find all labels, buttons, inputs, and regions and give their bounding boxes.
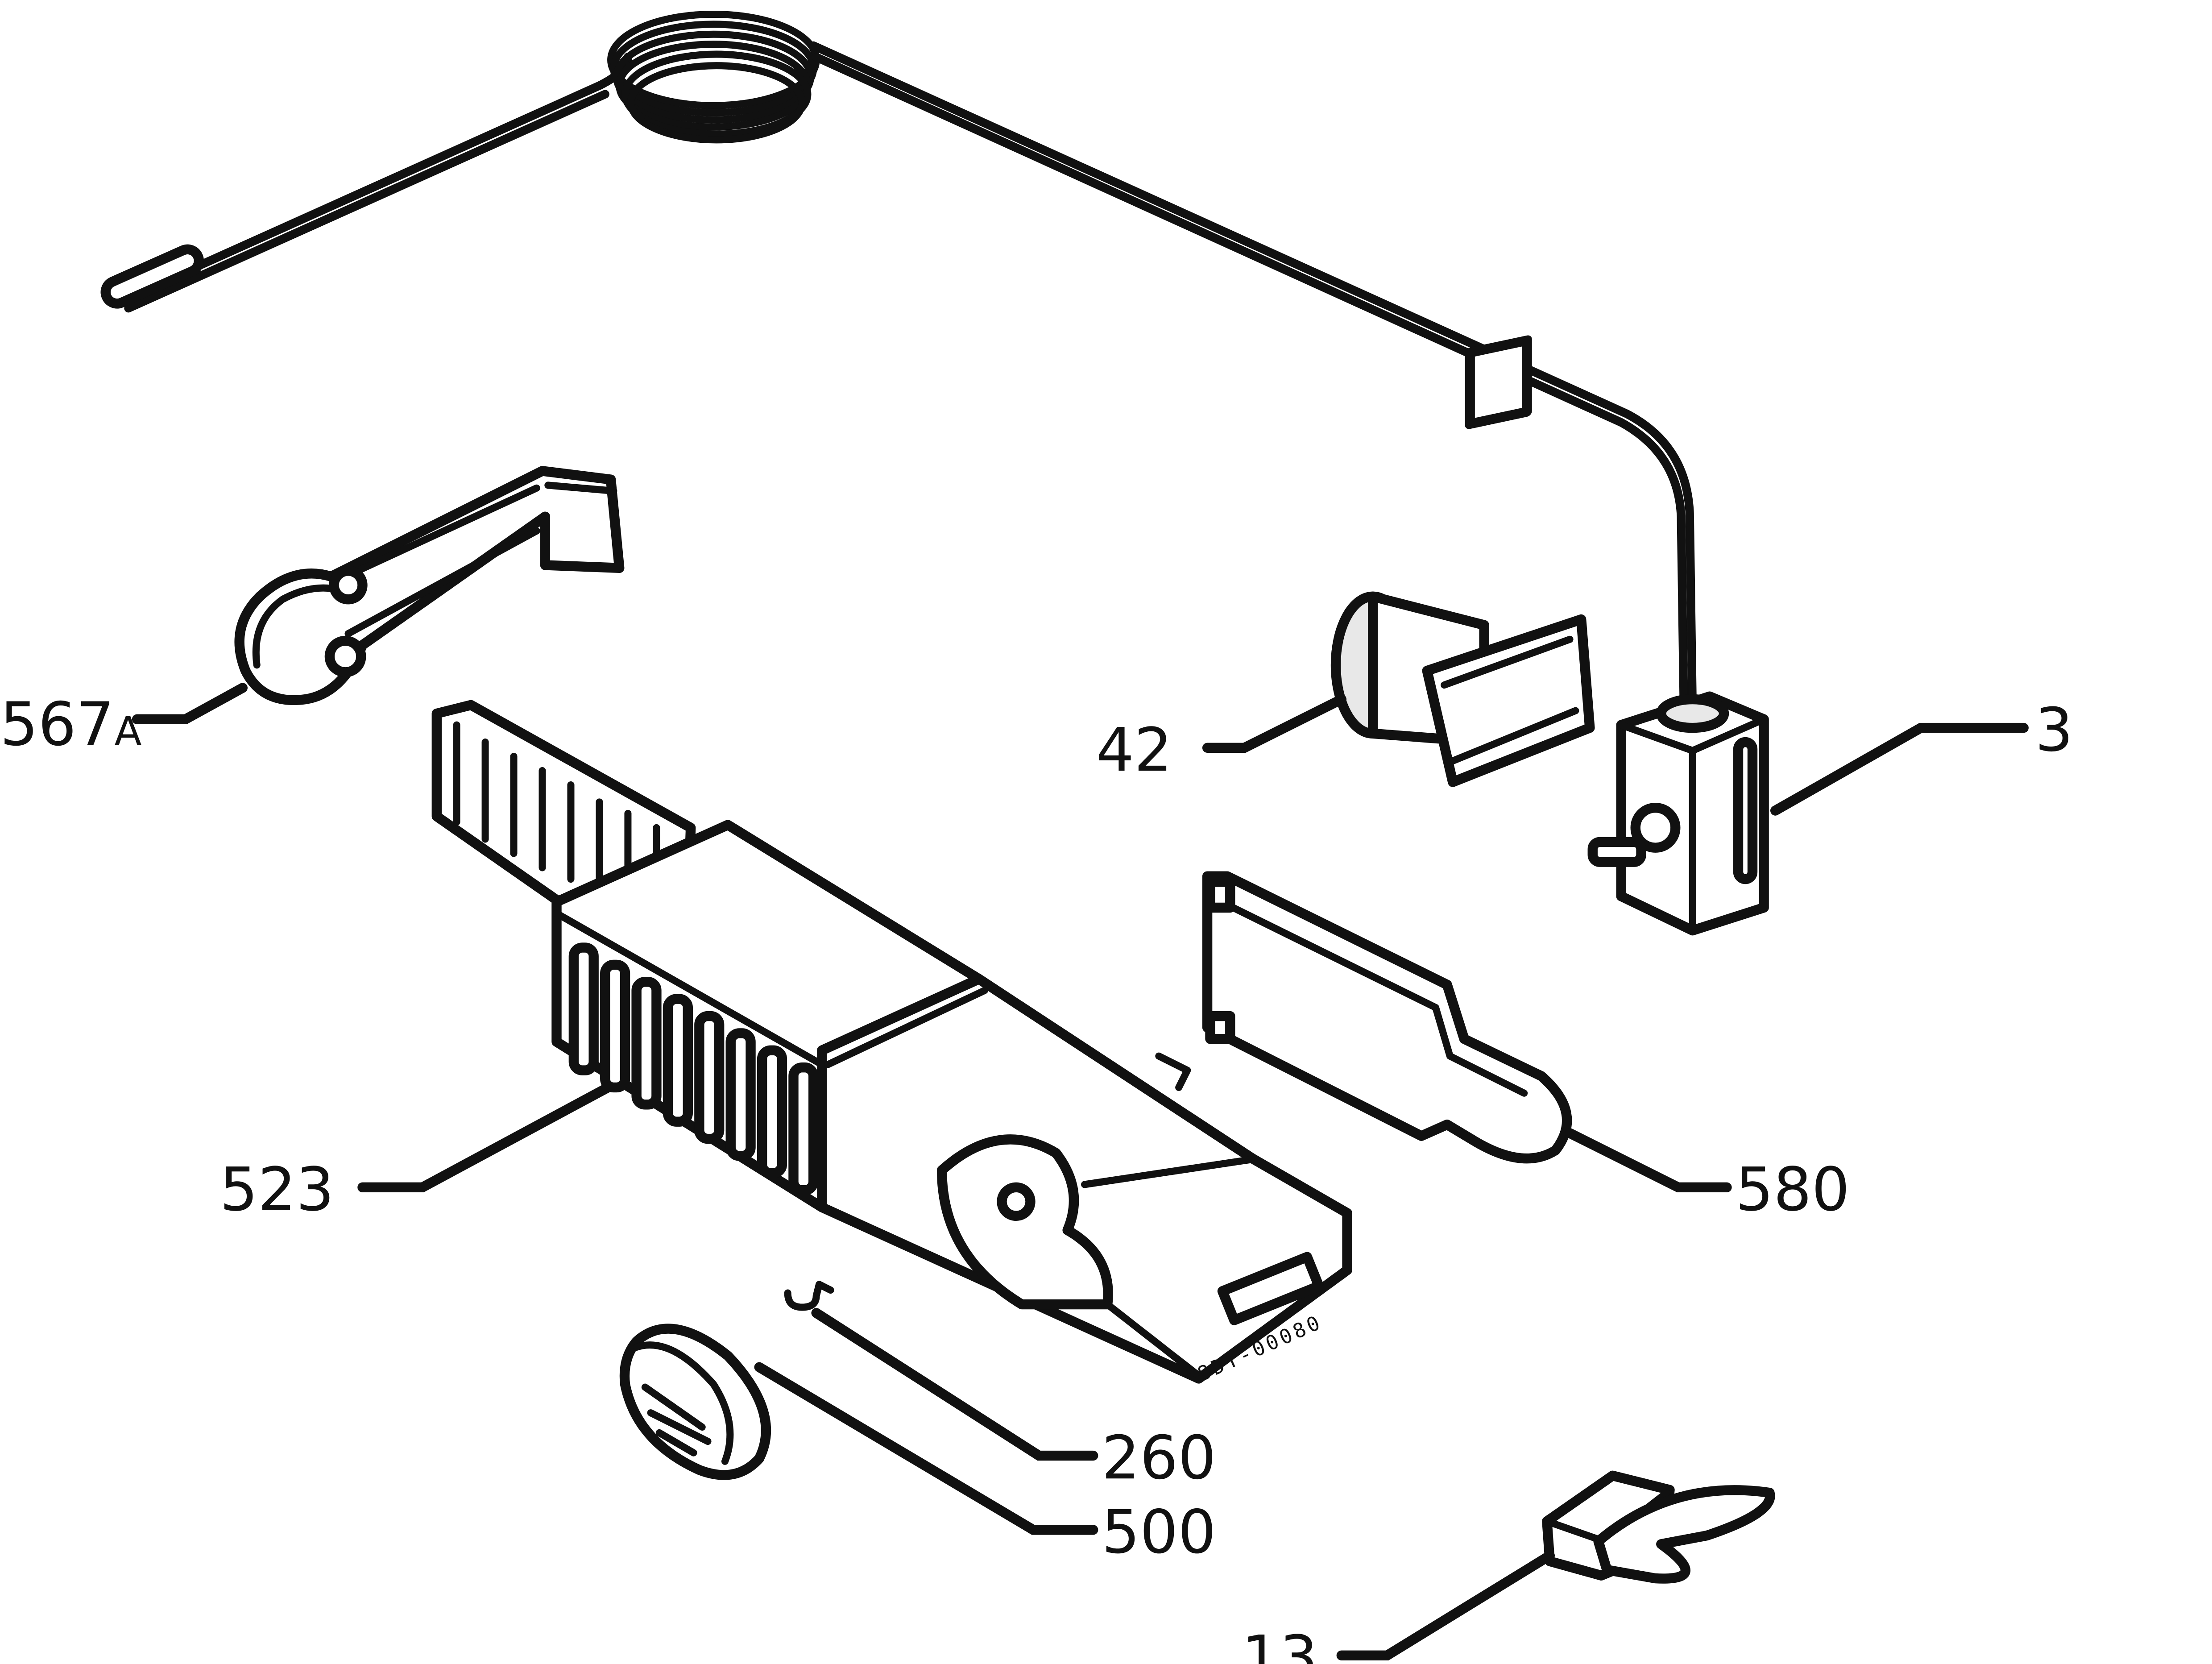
- leader-523: [357, 1082, 613, 1193]
- rear-ribs: [453, 721, 660, 911]
- housing-523: 8DT-00080: [431, 700, 1352, 1386]
- capillary-coil: [607, 10, 820, 144]
- leader-lines: [132, 683, 2029, 1661]
- callout-labels: 567A 42 3 523 580 260 500 13: [0, 689, 2073, 1664]
- thermostat-3: [1587, 691, 1769, 936]
- leader-3: [1770, 722, 2029, 816]
- capillary-tube: [100, 10, 1697, 718]
- leader-13: [1336, 1550, 1555, 1661]
- callout-523: 523: [220, 1154, 334, 1224]
- leader-42: [1202, 694, 1346, 753]
- lamp-holder-42: [1330, 335, 1595, 787]
- leader-567a: [132, 683, 248, 725]
- callout-500: 500: [1102, 1497, 1216, 1567]
- knob-500: [619, 1324, 771, 1480]
- callout-42: 42: [1096, 715, 1172, 785]
- leader-580: [1565, 1128, 1732, 1193]
- callout-580: 580: [1736, 1154, 1850, 1224]
- clip-260: [784, 1281, 834, 1311]
- callout-260: 260: [1102, 1423, 1216, 1493]
- callout-3: 3: [2035, 695, 2073, 765]
- side-ribs: [568, 942, 819, 1195]
- bracket-567a: [234, 466, 625, 705]
- callout-13: 13: [1242, 1623, 1318, 1664]
- switch-button-13: [1542, 1470, 1775, 1584]
- leader-260: [811, 1308, 1098, 1461]
- callout-567a: 567A: [0, 689, 142, 759]
- leader-500: [754, 1362, 1098, 1535]
- cover-plate-580: [1202, 871, 1572, 1164]
